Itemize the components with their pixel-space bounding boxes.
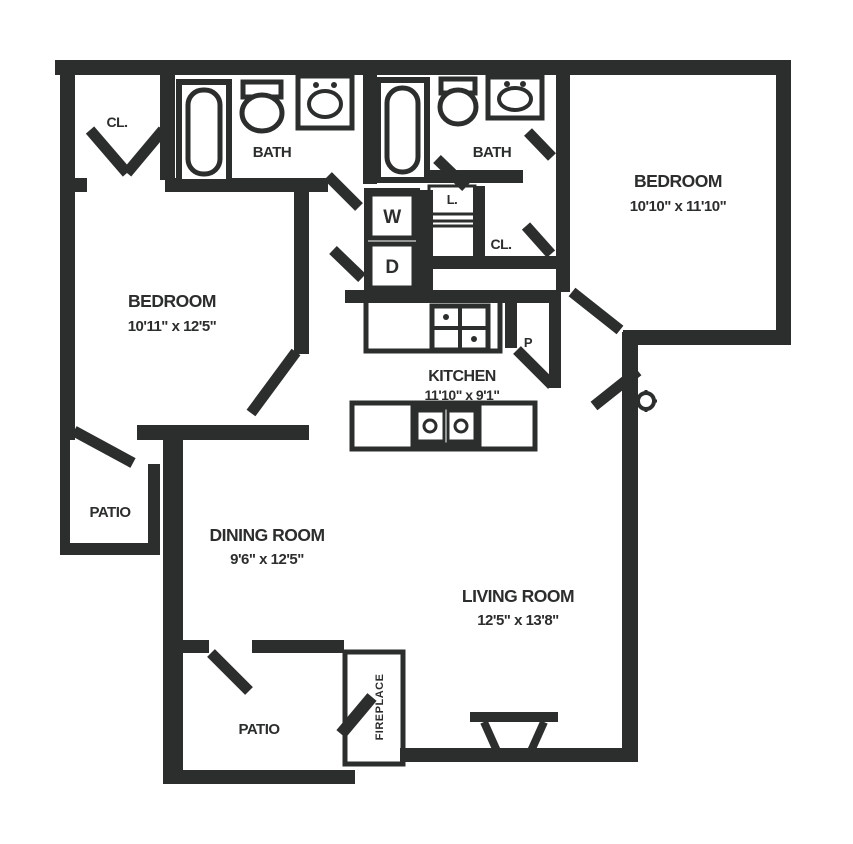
closet-bedroom-right-label: CL. xyxy=(490,236,511,252)
wall-left xyxy=(60,60,75,440)
sink-right xyxy=(485,74,545,121)
wall-patio-left-right xyxy=(148,464,160,555)
linen-closet xyxy=(427,184,477,228)
living-hall-door xyxy=(590,366,642,411)
wall-dining-left xyxy=(163,440,183,784)
wall-pantry-left xyxy=(505,303,517,348)
living-room-dims: 12'5" x 13'8" xyxy=(477,612,559,629)
toilet-left xyxy=(239,79,285,134)
entry-door xyxy=(470,712,558,753)
bedroom-left-door xyxy=(246,348,301,417)
toilet-right xyxy=(437,76,479,127)
sink-left-faucet-1 xyxy=(313,82,319,88)
fireplace-label: FIREPLACE xyxy=(374,674,386,741)
wall-kitchen-top xyxy=(345,290,561,303)
pantry-label: P xyxy=(524,335,533,350)
sink-left-counter xyxy=(295,73,355,131)
kitchen-dims: 11'10" x 9'1" xyxy=(425,387,500,403)
wall-hall-right xyxy=(420,190,433,293)
bathtub-right xyxy=(375,77,430,183)
kitchen-label: KITCHEN xyxy=(428,368,496,385)
wall-patio-bottom-top-b xyxy=(252,640,344,653)
burner-2 xyxy=(453,418,469,434)
closet1-bifold-right xyxy=(122,126,168,177)
wall-top xyxy=(55,60,791,75)
wall-closet1-right xyxy=(160,74,175,180)
wall-bedroom-right-left xyxy=(556,60,570,292)
bedroom-left-dims: 10'11" x 12'5" xyxy=(128,318,217,335)
laundry-door xyxy=(329,246,366,282)
wall-bath-divider xyxy=(363,72,377,184)
kitchen-sink-faucet-2 xyxy=(471,336,477,342)
laundry-closet xyxy=(364,188,420,292)
toilet-right-bowl xyxy=(437,87,479,127)
washer-label: W xyxy=(383,207,401,228)
entry-threshold-bar xyxy=(470,712,558,722)
burner-1 xyxy=(422,418,438,434)
living-room-label: LIVING ROOM xyxy=(462,586,574,606)
stove-cell-1 xyxy=(415,409,446,443)
entry-step-left xyxy=(480,720,501,753)
bathtub-left xyxy=(176,79,232,185)
fireplace-outline xyxy=(342,649,406,767)
bath-left-label: BATH xyxy=(253,144,292,161)
wall-bedroom-right-bottom xyxy=(623,330,791,345)
labels: CL. BATH BATH BEDROOM 10'10" x 11'10" BE… xyxy=(89,114,727,741)
wall-living-right xyxy=(622,332,638,760)
wall-patio-bottom-top-a xyxy=(183,640,209,653)
fireplace-box xyxy=(342,649,406,767)
sink-right-faucet-1 xyxy=(504,81,510,87)
patio-bottom-label: PATIO xyxy=(238,721,280,738)
linen-label: L. xyxy=(447,192,458,207)
wall-closet2-bottom xyxy=(433,256,556,269)
washer-box xyxy=(367,191,417,241)
wall-right xyxy=(776,60,791,345)
wall-patio-left-bottom xyxy=(60,543,160,555)
entry-step-right xyxy=(527,720,548,753)
dining-room-dims: 9'6" x 12'5" xyxy=(230,551,304,568)
wall-bedroom-left-top-stub xyxy=(75,178,87,192)
linen-outline xyxy=(427,184,477,228)
bathtub-left-inner xyxy=(185,87,223,177)
light-fixture-circle xyxy=(636,391,656,411)
bath-right-door xyxy=(524,128,556,161)
wall-pantry-right xyxy=(549,303,561,388)
dryer-box xyxy=(367,241,417,291)
sink-right-basin xyxy=(497,86,533,112)
closet2-door xyxy=(521,222,556,258)
patio-left-label: PATIO xyxy=(89,504,131,521)
sink-left-faucet-2 xyxy=(331,82,337,88)
wall-patio-bottom-bottom xyxy=(163,770,355,784)
patio-bottom-door xyxy=(207,649,253,695)
bedroom-right-dims: 10'10" x 11'10" xyxy=(630,198,727,215)
bath-left-door xyxy=(324,172,363,211)
sink-right-faucet-2 xyxy=(520,81,526,87)
patio-left-door xyxy=(71,426,136,468)
wall-living-bottom xyxy=(400,748,638,762)
bedroom-right-door xyxy=(568,287,624,335)
wall-patio-left-side xyxy=(60,440,70,555)
dining-room-label: DINING ROOM xyxy=(209,525,324,545)
wall-bedroom-left-bottom xyxy=(137,425,309,440)
sink-left-basin xyxy=(307,89,343,119)
stove-cell-2 xyxy=(446,409,477,443)
kitchen-sink-faucet-1 xyxy=(443,314,449,320)
pantry-door xyxy=(513,346,556,389)
bathtub-right-inner xyxy=(384,85,421,175)
bedroom-right-label: BEDROOM xyxy=(634,171,722,191)
bath-right-label: BATH xyxy=(473,144,512,161)
hall-door xyxy=(433,155,470,191)
toilet-left-bowl xyxy=(239,92,285,134)
dryer-label: D xyxy=(385,257,398,278)
light-fixture-icon xyxy=(635,390,657,412)
sink-left xyxy=(295,73,355,131)
bedroom-left-label: BEDROOM xyxy=(128,291,216,311)
wall-bedroom-left-right xyxy=(294,192,309,354)
doors xyxy=(71,126,642,738)
kitchen-lower-counter xyxy=(349,400,538,452)
closet-top-left-label: CL. xyxy=(106,114,127,130)
closet1-bifold-left xyxy=(85,126,132,177)
kitchen-counters xyxy=(349,303,538,452)
